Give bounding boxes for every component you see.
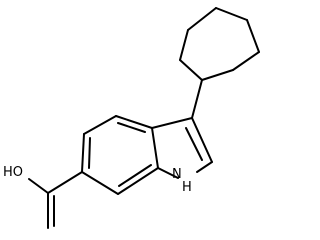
bond (179, 59, 203, 81)
bond (151, 117, 193, 129)
bond-double-inner (185, 127, 203, 161)
bond (232, 51, 260, 71)
bond (191, 117, 213, 163)
bond (215, 7, 248, 21)
benzene-ring (81, 115, 159, 195)
bond-double-inner (117, 122, 146, 133)
bond (246, 19, 260, 53)
bond (115, 115, 153, 129)
bond (179, 29, 189, 61)
bond (81, 171, 119, 195)
pyrrole-ring (151, 117, 213, 179)
nitrogen-label: N (172, 167, 182, 182)
bond (157, 167, 179, 179)
amine-hydrogen-label: H (182, 180, 192, 195)
bond-ring-to-indole (191, 79, 203, 119)
cyclohexyl-ring (179, 7, 260, 81)
bond (47, 171, 83, 194)
bond (201, 69, 234, 81)
bond (187, 7, 217, 31)
bond-double-inner (88, 137, 91, 169)
bond (81, 133, 85, 173)
bond-double-inner (118, 164, 152, 187)
carboxylic-acid (28, 171, 83, 229)
bond-c-oh (28, 178, 49, 194)
bond (196, 161, 213, 173)
hydroxyl-label: HO (3, 165, 23, 180)
bond (117, 167, 159, 195)
bond (151, 127, 159, 169)
bond (83, 115, 117, 135)
chemical-structure: HO H N (3, 7, 260, 229)
